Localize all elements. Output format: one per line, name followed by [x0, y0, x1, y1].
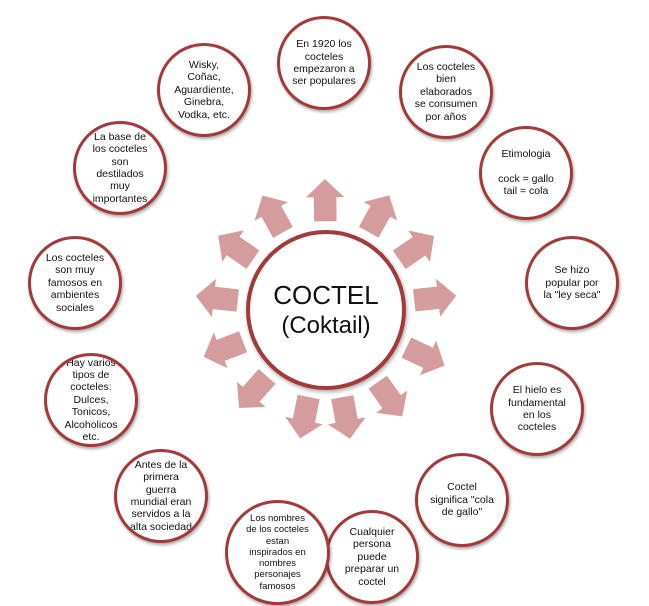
- node-bebidas: Wisky, Coñac, Aguardiente, Ginebra, Vodk…: [157, 43, 251, 137]
- node-cola-de-gallo: Coctel significa "cola de gallo": [415, 453, 509, 547]
- arrow-1: [302, 176, 348, 223]
- arrow-7: [323, 393, 369, 441]
- node-text: Coctel significa "cola de gallo": [430, 481, 494, 519]
- node-ley-seca: Se hizo popular por la "ley seca": [525, 236, 619, 330]
- node-text: Hay varios tipos de cocteles: Dulces, To…: [64, 356, 118, 443]
- node-text: Cualquier persona puede preparar un coct…: [344, 526, 400, 588]
- node-tipos-cocteles: Hay varios tipos de cocteles: Dulces, To…: [44, 353, 138, 447]
- node-text: El hielo es fundamental en los cocteles: [508, 384, 566, 434]
- node-text: Los nombres de los cocteles estan inspir…: [246, 513, 309, 592]
- node-bien-elaborados: Los cocteles bien elaborados se consumen…: [399, 45, 493, 139]
- node-primera-guerra: Antes de la primera guerra mundial eran …: [114, 449, 208, 543]
- center-subtitle: (Coktail): [281, 312, 371, 340]
- arrow-6: [366, 373, 410, 419]
- arrow-11: [193, 275, 241, 321]
- arrow-5: [399, 335, 447, 378]
- node-etimologia: Etimologia cock = gallo tail = cola: [479, 126, 573, 220]
- arrow-13: [252, 193, 295, 240]
- node-destilados: La base de los cocteles son destilados m…: [73, 121, 167, 215]
- arrow-10: [201, 328, 250, 372]
- center-title: COCTEL: [273, 279, 379, 310]
- node-text: Los cocteles bien elaborados se consumen…: [414, 61, 478, 123]
- node-nombres-famosos: Los nombres de los cocteles estan inspir…: [225, 500, 330, 605]
- node-text: Antes de la primera guerra mundial eran …: [130, 458, 192, 533]
- node-cualquier-persona: Cualquier persona puede preparar un coct…: [325, 510, 419, 604]
- node-text: La base de los cocteles son destilados m…: [92, 130, 148, 205]
- arrow-2: [356, 193, 400, 240]
- arrow-4: [411, 275, 459, 321]
- node-text: Los cocteles son muy famosos en ambiente…: [45, 252, 105, 314]
- node-hielo: El hielo es fundamental en los cocteles: [490, 362, 584, 456]
- arrow-9: [235, 366, 278, 410]
- arrow-12: [216, 227, 262, 271]
- node-text: Etimologia cock = gallo tail = cola: [498, 148, 554, 198]
- arrow-8: [281, 393, 327, 441]
- center-node: COCTEL (Coktail): [246, 230, 406, 390]
- node-text: Wisky, Coñac, Aguardiente, Ginebra, Vodk…: [174, 59, 234, 121]
- node-ambientes-sociales: Los cocteles son muy famosos en ambiente…: [28, 236, 122, 330]
- node-text: Se hizo popular por la "ley seca": [543, 264, 601, 302]
- arrow-3: [390, 228, 436, 272]
- node-text: En 1920 los cocteles empezaron a ser pop…: [292, 38, 356, 88]
- node-1920-popular: En 1920 los cocteles empezaron a ser pop…: [277, 16, 371, 110]
